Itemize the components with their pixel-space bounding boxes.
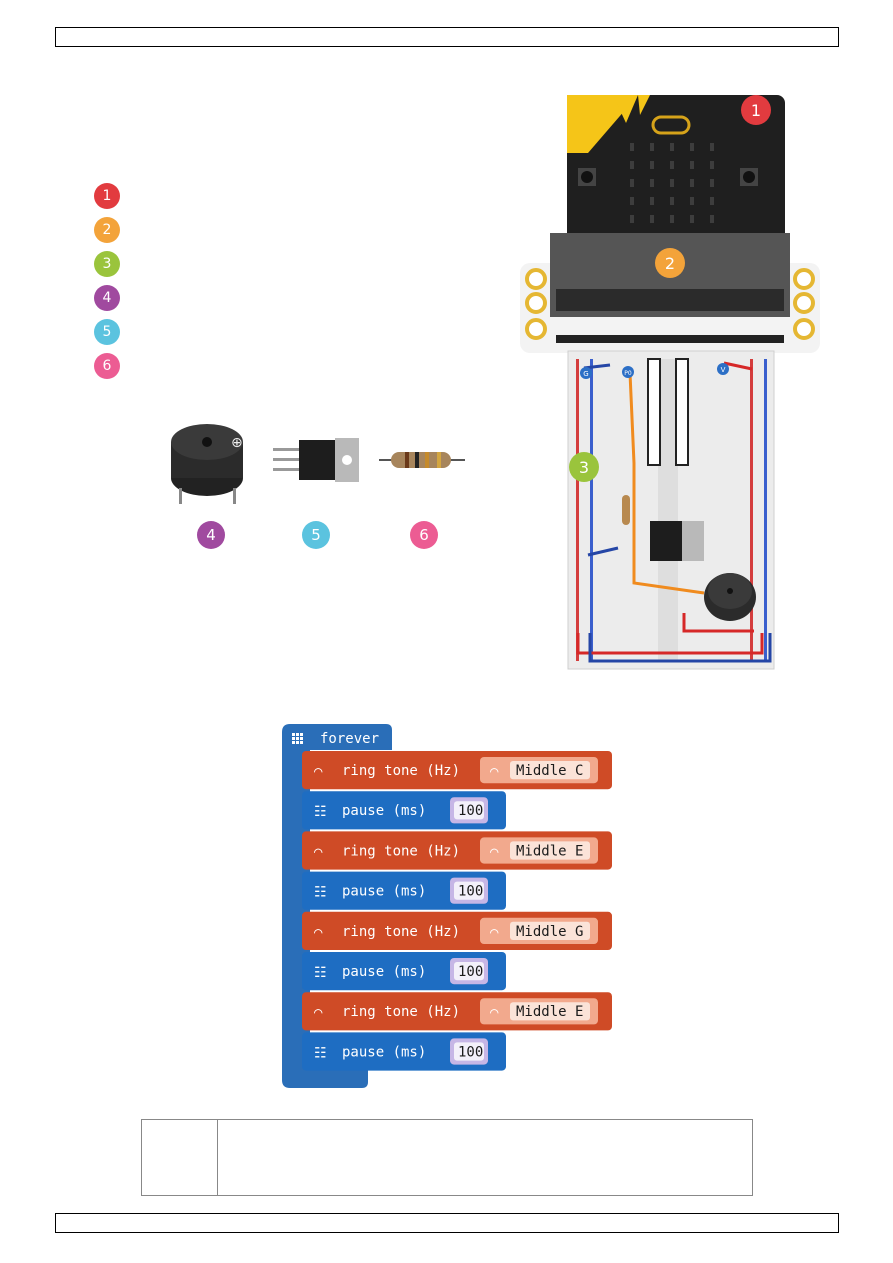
resistor-component [379,452,465,468]
legend-badge-5: 5 [94,319,120,345]
info-table [141,1119,753,1196]
callout-2: 2 [665,254,675,273]
block-command: ring tone (Hz) [342,843,460,859]
microbit-board [567,95,785,245]
block-command: pause (ms) [342,964,426,980]
headphones-icon: ◠ [314,925,323,941]
note-value: Middle E [516,843,583,859]
code-blocks: ◠ ring tone (Hz) ◠ Middle C ☷ pause (ms) 100 ◠ r… [302,751,612,1071]
ring-tone-block[interactable]: ◠ ring tone (Hz) ◠ Middle G [302,911,612,950]
legend-badge-6: 6 [94,353,120,379]
component-label-5: 5 [302,521,330,549]
led-matrix [630,143,714,223]
block-command: ring tone (Hz) [342,763,460,779]
note-value: Middle E [516,1004,583,1020]
callout-3: 3 [579,458,589,477]
forever-label: forever [320,731,379,747]
table-divider [217,1120,218,1195]
breadboard [567,350,775,670]
block-command: pause (ms) [342,884,426,900]
components-illustration: ⊕ [171,424,465,504]
legend-badge-3: 3 [94,251,120,277]
block-command: pause (ms) [342,1044,426,1060]
pin-label-g: G [583,370,588,378]
component-label-6: 6 [410,521,438,549]
pin-label-p0: P0 [624,370,632,377]
pause-block[interactable]: ☷ pause (ms) 100 [302,952,506,991]
headphones-icon: ◠ [490,844,499,860]
grid-icon: ☷ [314,965,327,981]
pin-label-v: V [721,366,726,374]
headphones-icon: ◠ [490,764,499,780]
block-command: ring tone (Hz) [342,1004,460,1020]
note-value: Middle G [516,924,583,940]
diagram-callouts: 1 2 3 [569,95,771,482]
pause-value: 100 [458,964,483,980]
headphones-icon: ◠ [490,925,499,941]
pause-value: 100 [458,884,483,900]
pause-block[interactable]: ☷ pause (ms) 100 [302,871,506,910]
ring-tone-block[interactable]: ◠ ring tone (Hz) ◠ Middle E [302,831,612,870]
pause-value: 100 [458,803,483,819]
legend-badge-4: 4 [94,285,120,311]
ring-tone-block[interactable]: ◠ ring tone (Hz) ◠ Middle C [302,751,612,790]
grid-icon [292,733,303,744]
page-footer-box [55,1213,839,1233]
grid-icon: ☷ [314,804,327,820]
legend-badge-1: 1 [94,183,120,209]
edge-connector [520,233,820,353]
makecode-program: forever ◠ ring tone (Hz) ◠ Middle C ☷ pause (… [282,724,612,1088]
legend-list: 1 2 3 4 5 6 [94,183,120,387]
block-command: ring tone (Hz) [342,924,460,940]
transistor-component [273,438,359,482]
legend-badge-2: 2 [94,217,120,243]
component-label-4: 4 [197,521,225,549]
grid-icon: ☷ [314,1045,327,1061]
headphones-icon: ◠ [314,1005,323,1021]
pause-value: 100 [458,1044,483,1060]
buzzer-component: ⊕ [171,424,243,504]
note-value: Middle C [516,763,583,779]
page-header-box [55,27,839,47]
grid-icon: ☷ [314,885,327,901]
headphones-icon: ◠ [490,1005,499,1021]
ring-tone-block[interactable]: ◠ ring tone (Hz) ◠ Middle E [302,992,612,1031]
svg-text:⊕: ⊕ [231,435,243,451]
pause-block[interactable]: ☷ pause (ms) 100 [302,1032,506,1071]
callout-1: 1 [751,101,761,120]
headphones-icon: ◠ [314,764,323,780]
breadboard-pin-labels: G P0 V [580,363,729,379]
headphones-icon: ◠ [314,844,323,860]
circuit-diagram: G P0 V 1 2 3 [520,95,820,670]
pause-block[interactable]: ☷ pause (ms) 100 [302,791,506,830]
block-command: pause (ms) [342,803,426,819]
